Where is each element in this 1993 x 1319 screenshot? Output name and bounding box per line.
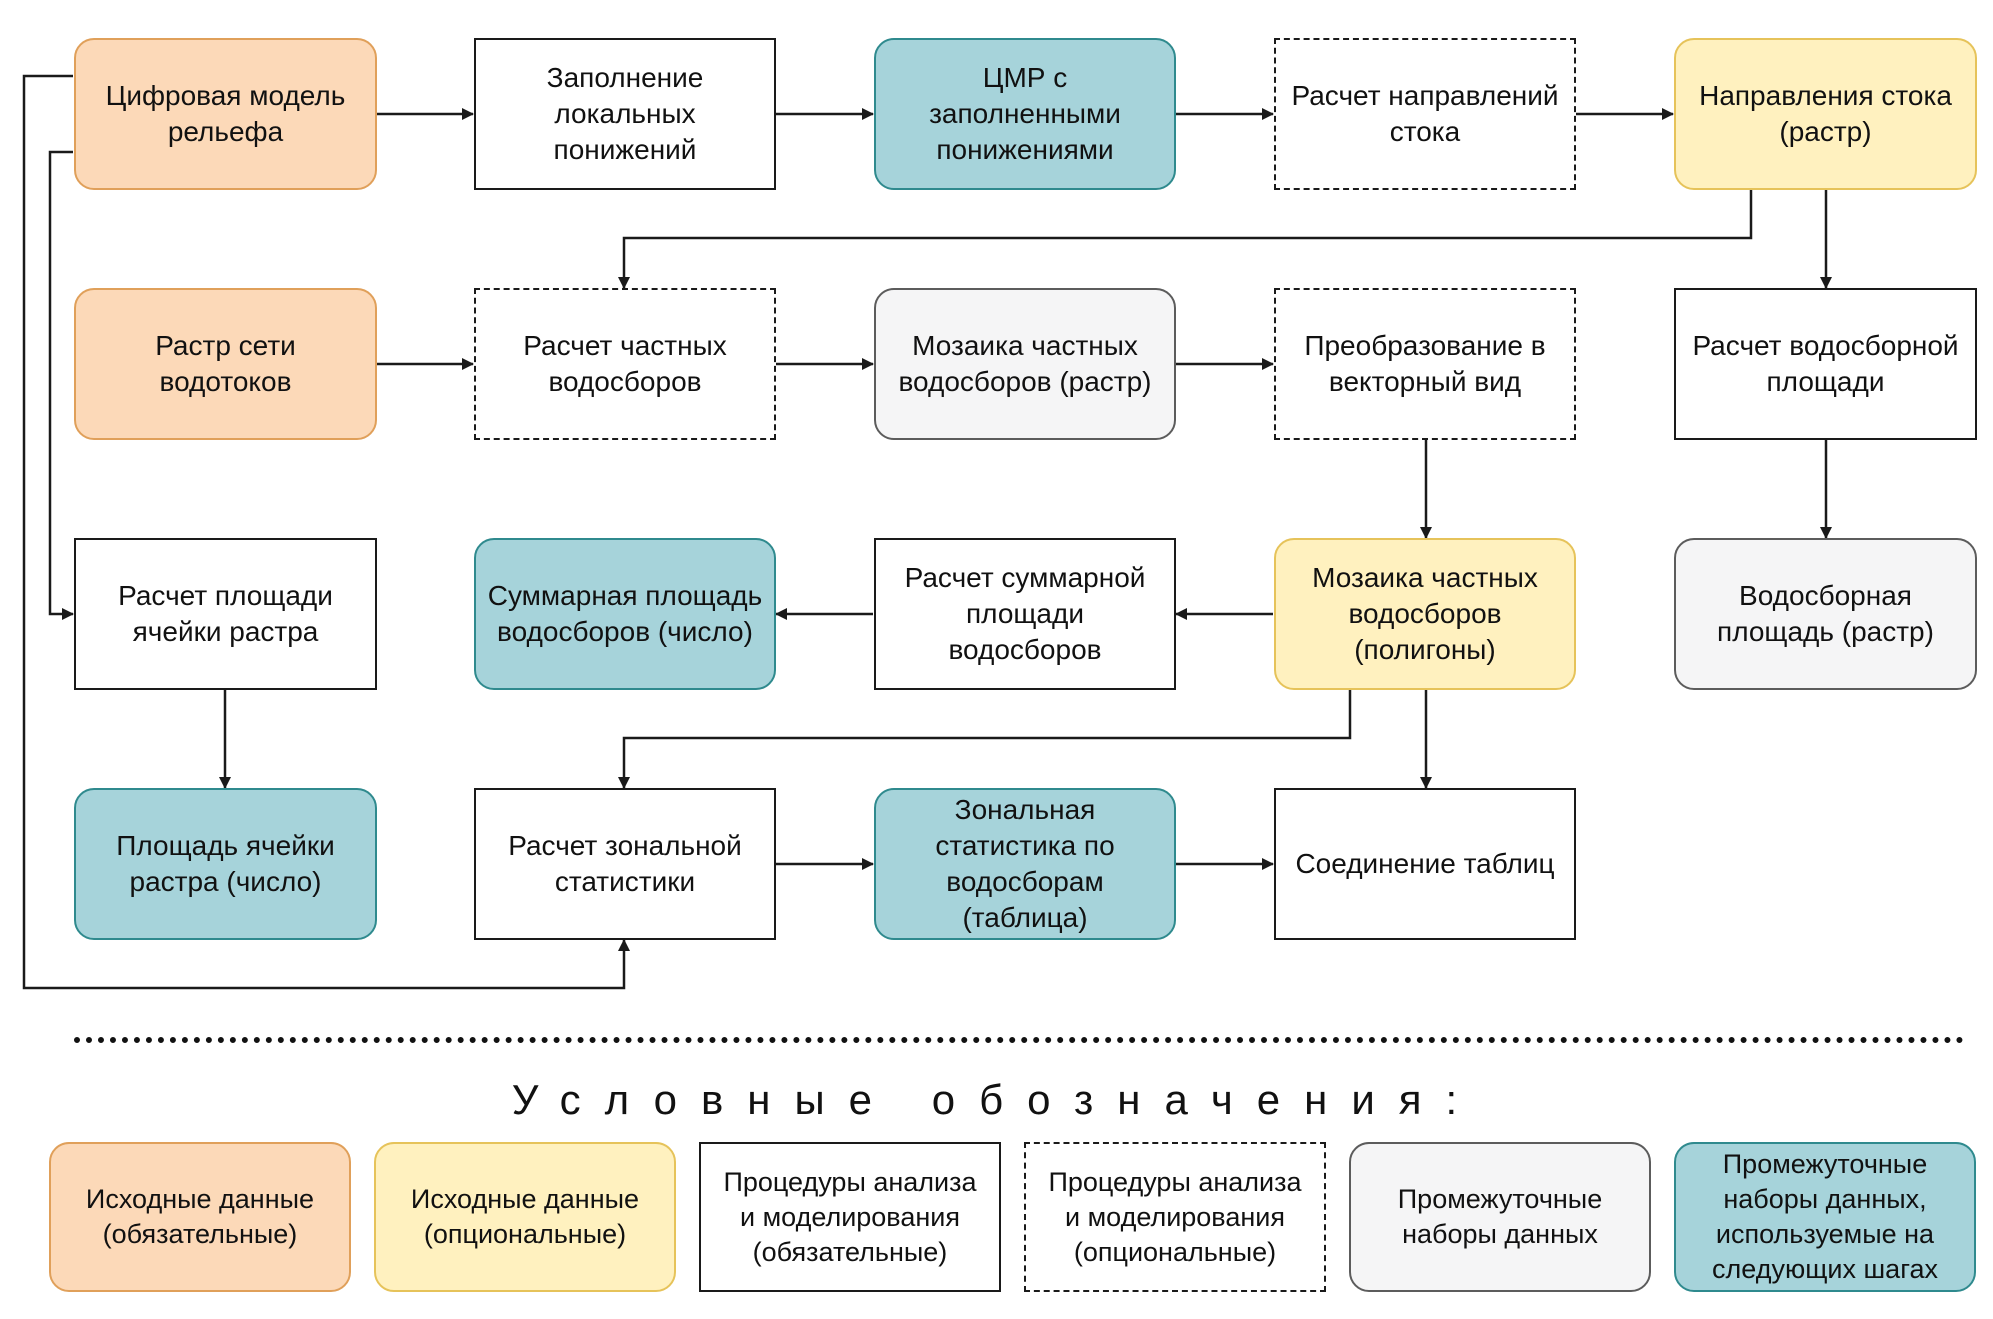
node-label: Преобразование в векторный вид (1304, 330, 1546, 397)
node-flow-accumulation-raster: Водосборная площадь (растр) (1674, 538, 1977, 690)
node-label: Водосборная площадь (растр) (1717, 580, 1934, 647)
legend-item-source-optional: Исходные данные (опциональные) (374, 1142, 676, 1292)
node-label: ЦМР с заполненными понижениями (929, 62, 1121, 165)
node-label: Расчет частных водосборов (523, 330, 727, 397)
legend-item-label: Исходные данные (обязательные) (85, 1184, 315, 1249)
node-zonal-statistics-calc: Расчет зональной статистики (474, 788, 776, 940)
node-subcatchment-polygons: Мозаика частных водосборов (полигоны) (1274, 538, 1576, 690)
legend-item-label: Промежуточные наборы данных, используемы… (1712, 1149, 1938, 1284)
node-label: Мозаика частных водосборов (полигоны) (1312, 562, 1538, 665)
node-label: Площадь ячейки растра (число) (116, 830, 335, 897)
node-stream-network-raster: Растр сети водотоков (74, 288, 377, 440)
node-zonal-statistics-table: Зональная статистика по водосборам (табл… (874, 788, 1176, 940)
legend-item-intermediate-reused: Промежуточные наборы данных, используемы… (1674, 1142, 1976, 1292)
legend-title: Условные обозначения: (511, 1076, 1482, 1123)
node-subcatchment-mosaic-raster: Мозаика частных водосборов (растр) (874, 288, 1176, 440)
node-vectorize: Преобразование в векторный вид (1274, 288, 1576, 440)
legend-item-source-required: Исходные данные (обязательные) (49, 1142, 351, 1292)
node-label: Расчет водосборной площади (1692, 330, 1959, 397)
node-table-join: Соединение таблиц (1274, 788, 1576, 940)
legend-item-intermediate: Промежуточные наборы данных (1349, 1142, 1651, 1292)
node-label: Цифровая модель рельефа (105, 80, 346, 147)
node-label: Суммарная площадь водосборов (число) (487, 580, 763, 647)
node-flow-direction-calc: Расчет направлений стока (1274, 38, 1576, 190)
legend-item-label: Процедуры анализа и моделирования (опцио… (1048, 1166, 1302, 1267)
node-label: Соединение таблиц (1295, 848, 1555, 879)
node-cell-area-calc: Расчет площади ячейки растра (74, 538, 377, 690)
node-label: Расчет направлений стока (1291, 80, 1559, 147)
node-label: Направления стока (растр) (1699, 80, 1952, 147)
legend-item-procedure-required: Процедуры анализа и моделирования (обяза… (699, 1142, 1001, 1292)
node-digital-elevation-model: Цифровая модель рельефа (74, 38, 377, 190)
edge-dem-to-zonal-calc (22, 74, 630, 990)
node-label: Мозаика частных водосборов (растр) (898, 330, 1152, 397)
node-subcatchment-calc: Расчет частных водосборов (474, 288, 776, 440)
edge-sub-polys-to-zonal-calc (618, 690, 1352, 789)
node-fill-sinks: Заполнение локальных понижений (474, 38, 776, 190)
node-total-area-calc: Расчет суммарной площади водосборов (874, 538, 1176, 690)
node-label: Растр сети водотоков (155, 330, 296, 397)
legend-item-label: Промежуточные наборы данных (1397, 1184, 1603, 1249)
node-total-catchment-area: Суммарная площадь водосборов (число) (474, 538, 776, 690)
node-label: Расчет зональной статистики (508, 830, 742, 897)
node-label: Заполнение локальных понижений (546, 62, 704, 165)
node-filled-dem: ЦМР с заполненными понижениями (874, 38, 1176, 190)
legend-divider (74, 1037, 1964, 1043)
legend-item-label: Процедуры анализа и моделирования (обяза… (723, 1166, 977, 1267)
node-label: Зональная статистика по водосборам (табл… (935, 794, 1115, 933)
edge-flow-dir-to-sub-calc (618, 190, 1753, 289)
node-label: Расчет суммарной площади водосборов (904, 562, 1146, 665)
node-cell-area-number: Площадь ячейки растра (число) (74, 788, 377, 940)
node-flow-accumulation-calc: Расчет водосборной площади (1674, 288, 1977, 440)
node-label: Расчет площади ячейки растра (118, 580, 333, 647)
legend-item-label: Исходные данные (опциональные) (410, 1184, 640, 1249)
node-flow-direction-raster: Направления стока (растр) (1674, 38, 1977, 190)
edge-dem-to-cell-area-calc (48, 150, 74, 620)
legend-item-procedure-optional: Процедуры анализа и моделирования (опцио… (1024, 1142, 1326, 1292)
